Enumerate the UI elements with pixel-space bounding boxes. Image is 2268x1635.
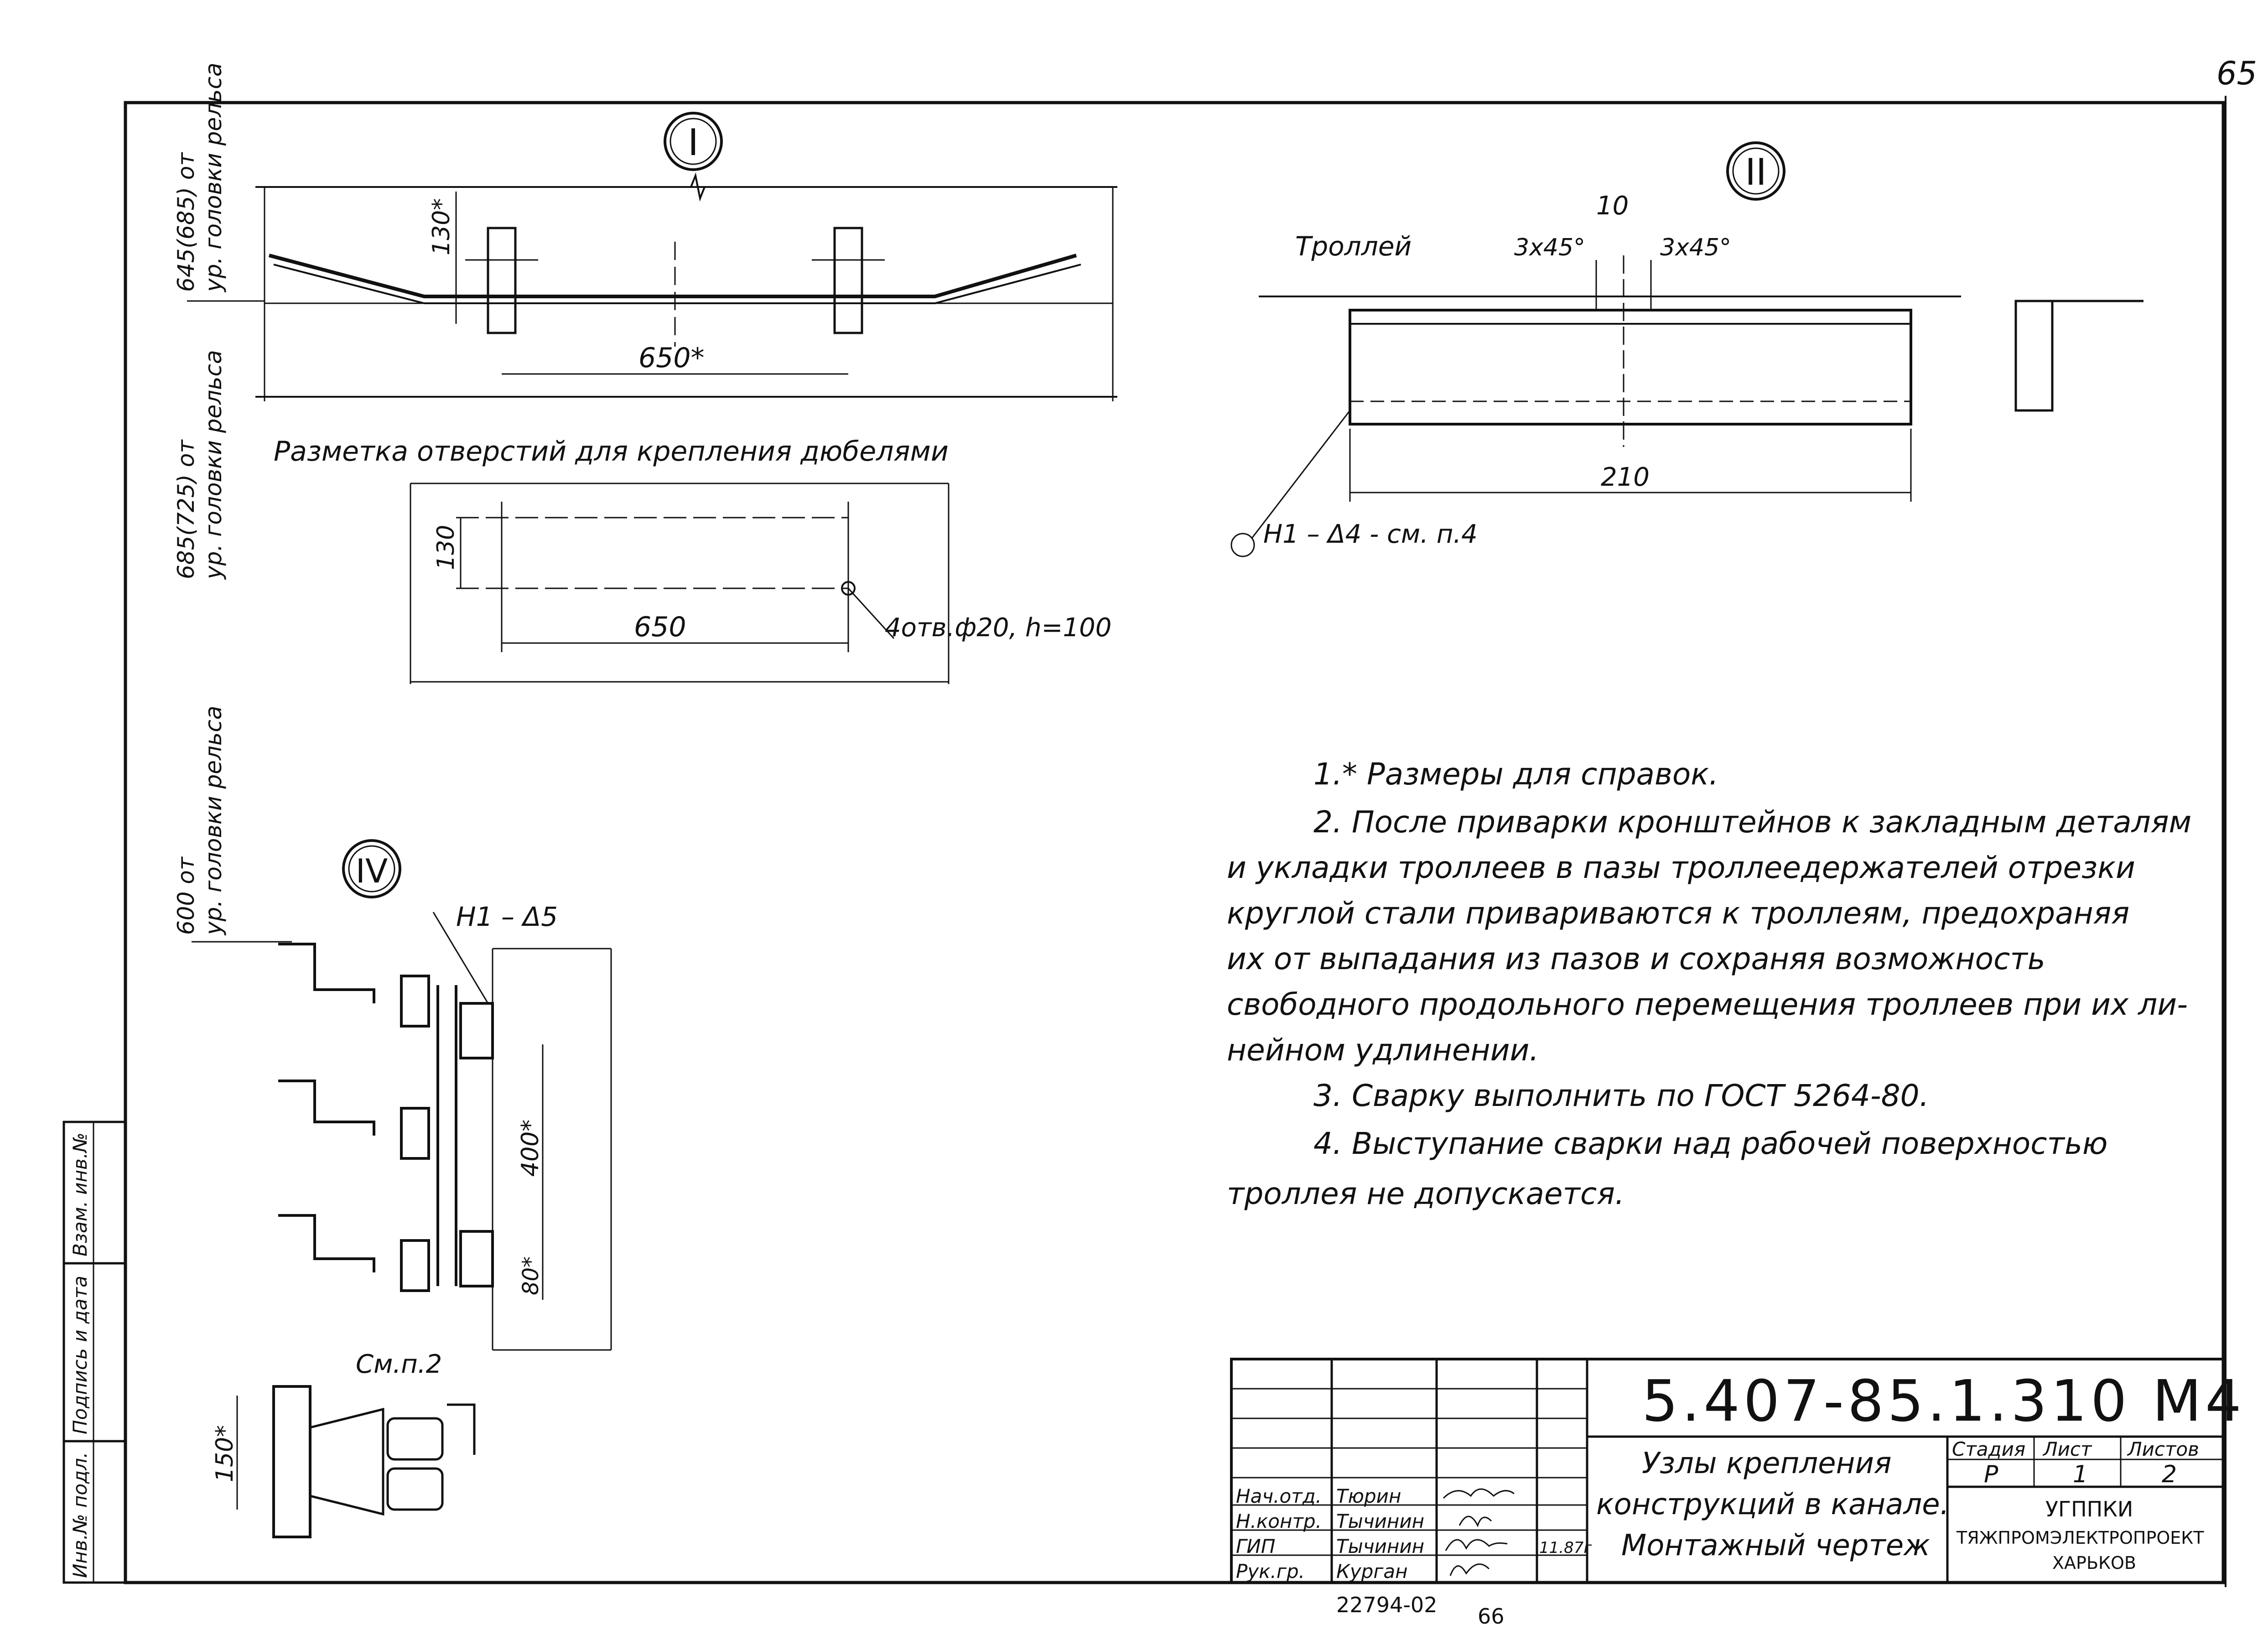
v4-side-2: ур. головки рельса [200,706,227,936]
note-4: круглой стали привариваются к троллеям, … [1227,896,2129,931]
stamp-name-3: Тычинин [1336,1535,1424,1557]
view-4-marker [342,839,401,898]
v2-weld: Н1 – Δ4 - см. п.4 [1263,519,1478,549]
stamp-sheets: 2 [2162,1461,2177,1488]
hole-marking: Разметка отверстий для крепления дюбелям… [173,350,1111,684]
view-2-label: II [1745,151,1766,193]
note-1: 1.* Размеры для справок. [1313,757,1718,792]
strip-sign: Подпись и дата [69,1276,91,1434]
stamp-name-4: Курган [1336,1560,1408,1583]
stamp-name-1: Тюрин [1336,1485,1401,1507]
marking-holes: 4отв.ф20, h=100 [885,613,1111,643]
strip-vzam: Взам. инв.№ [69,1132,91,1256]
stamp-code: 5.407-85.1.310 М4 [1642,1368,2245,1434]
marking-side-2: ур. головки рельса [200,350,227,580]
note-9: 4. Выступание сварки над рабочей поверхн… [1313,1126,2107,1161]
stamp-org-3: ХАРЬКОВ [2052,1553,2136,1573]
note-2: 2. После приварки кронштейнов к закладны… [1313,805,2191,840]
view-1-label: I [688,121,699,164]
stamp-h-sheets: Листов [2127,1438,2199,1460]
v1-dim-130: 130* [428,198,455,255]
note-7: нейном удлинении. [1227,1033,1539,1068]
v1-side-2: ур. головки рельса [200,62,227,293]
signature-4 [1449,1563,1490,1576]
v2-troll: Троллей [1295,231,1412,262]
v2-dim-10: 10 [1596,191,1629,221]
v4-dim-150: 150* [211,1425,239,1482]
v2-cham-l: 3х45° [1514,234,1585,261]
note-8: 3. Сварку выполнить по ГОСТ 5264-80. [1313,1078,1929,1113]
stamp-name-2: Тычинин [1336,1510,1424,1532]
stamp-role-3: ГИП [1236,1535,1275,1557]
marking-title: Разметка отверстий для крепления дюбелям… [274,436,949,467]
stamp-role-4: Рук.гр. [1236,1560,1305,1583]
marking-dim-650: 650 [634,611,686,643]
stamp-sheet: 1 [2073,1461,2088,1488]
stamp-role-2: Н.контр. [1236,1510,1322,1532]
stamp-org-2: ТЯЖПРОМЭЛЕКТРОПРОЕКТ [1956,1528,2204,1548]
v1-dim-650: 650* [638,342,705,374]
view-1: I 130* 650* 645(685) от ур. головки рель… [173,62,1117,401]
corner-mark: 65 [2216,55,2257,92]
v4-see: См.п.2 [356,1350,442,1379]
stamp-h-sheet: Лист [2042,1438,2092,1460]
title-block: 5.407-85.1.310 М4 Узлы крепления констру… [1230,1358,2245,1629]
signature-2 [1458,1516,1492,1527]
v2-dim-210: 210 [1601,462,1650,492]
v2-cham-r: 3х45° [1660,234,1731,261]
v4-weld: Н1 – Δ5 [456,901,558,932]
note-10: троллея не допускается. [1227,1176,1624,1211]
note-6: свободного продольного перемещения тролл… [1227,987,2188,1022]
stamp-org-1: УГППКИ [2045,1497,2133,1521]
v1-side-1: 645(685) от [173,152,199,292]
note-3: и укладки троллеев в пазы троллеедержате… [1227,850,2135,885]
view-2-marker [1726,141,1785,201]
view-1-marker [664,112,723,171]
view-4-label: IV [356,852,388,890]
page-number: 66 [1478,1604,1505,1629]
stamp-title-1: Узлы крепления [1642,1447,1892,1480]
archive-number: 22794-02 [1336,1593,1437,1617]
strip-inv: Инв.№ подл. [69,1452,91,1578]
view-4: IV 600 от ур. головки рельса Н1 – Δ5 400… [173,706,612,1538]
stamp-role-1: Нач.отд. [1236,1485,1322,1507]
v4-dim-80: 80* [518,1256,544,1295]
view-2: II Троллей 10 3х45° 3х45° 210 Н1 – Δ4 - … [1230,141,2143,557]
signature-1 [1443,1488,1515,1499]
stamp-stage: Р [1984,1461,1998,1488]
marking-side-1: 685(725) от [173,439,199,579]
marking-dim-130: 130 [432,525,460,570]
notes: 1.* Размеры для справок. 2. После привар… [1227,757,2191,1211]
signature-3 [1445,1539,1508,1551]
note-5: их от выпадания из пазов и сохраняя возм… [1227,941,2045,976]
left-strip: Инв.№ подл. Подпись и дата Взам. инв.№ [62,1121,127,1584]
stamp-title-2: конструкций в канале. [1596,1488,1949,1521]
stamp-h-stage: Стадия [1952,1438,2025,1460]
v4-dim-400: 400* [517,1120,544,1177]
stamp-date-3: 11.87г [1539,1539,1592,1557]
v4-side-1: 600 от [173,856,199,935]
stamp-title-3: Монтажный чертеж [1621,1529,1930,1562]
sheet-frame [124,101,2225,1584]
